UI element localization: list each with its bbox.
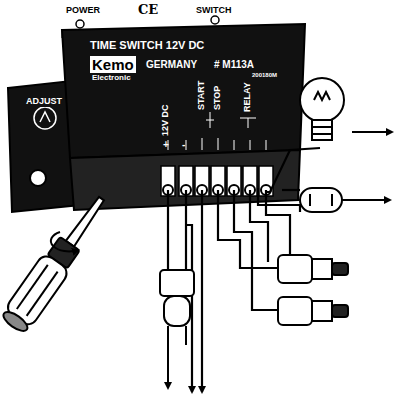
terminal-label: - [182,140,185,150]
power-led [76,20,84,28]
push-buttons [278,255,348,325]
led-label: POWER [66,6,100,15]
adjust-knob [34,107,56,129]
terminal-label: 12V DC [161,104,170,136]
screwdriver [0,189,115,335]
brand-logo: Kemo [90,56,136,73]
terminal-label: START [197,81,206,110]
indicator-lamp [160,270,194,388]
brand-subtitle: Electronic [92,74,131,82]
wires [168,132,392,392]
light-bulb [300,78,344,140]
knob-label: ADJUST [24,96,64,107]
led-label: SWITCH [196,6,232,15]
mounting-hole [30,170,46,186]
terminal-label: STOP [213,86,222,110]
terminal-label: + [163,140,169,150]
model-number: # M113A [214,60,254,70]
product-title: TIME SWITCH 12V DC [90,40,204,51]
ce-mark: CE [138,3,158,16]
adjust-arrow [40,112,50,122]
festoon-lamp [300,188,342,212]
switch-led [211,16,219,24]
turn-arrow [51,232,78,251]
serial-number: 200180M [252,72,277,78]
terminal-label: RELAY [243,82,252,112]
module-top [62,24,305,158]
terminal-marks [168,112,266,150]
country-label: GERMANY [146,60,197,70]
